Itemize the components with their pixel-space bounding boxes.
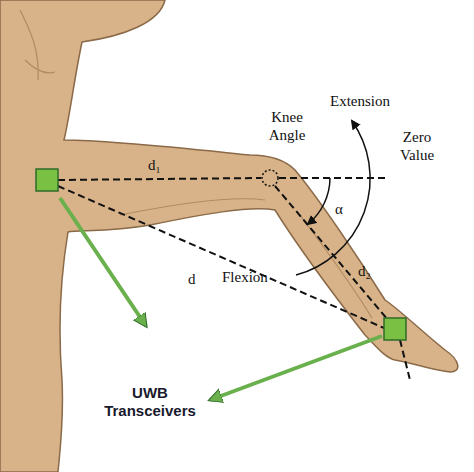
knee-joint [262, 170, 278, 186]
distance-label: d [188, 270, 196, 288]
body-shading [20, 10, 372, 318]
leader-arrow [60, 198, 146, 326]
angle-symbol: α [335, 200, 343, 218]
sensor-label: UWB Transceivers [96, 384, 204, 420]
motion-label: Extension [330, 92, 390, 110]
extension-arc [296, 121, 370, 275]
motion-label: Flexion [222, 268, 268, 286]
hip-sensor [36, 169, 58, 191]
distance-label: d₁ [148, 156, 161, 174]
reference-label: Zero Value [394, 128, 440, 164]
distance-label: d₂ [358, 262, 371, 280]
angle-arc [308, 178, 330, 224]
body-figure [0, 0, 458, 472]
angle-label: Knee Angle [262, 108, 312, 144]
leader-arrow [210, 336, 382, 400]
ankle-sensor [384, 318, 406, 340]
distance-lines [58, 178, 410, 380]
